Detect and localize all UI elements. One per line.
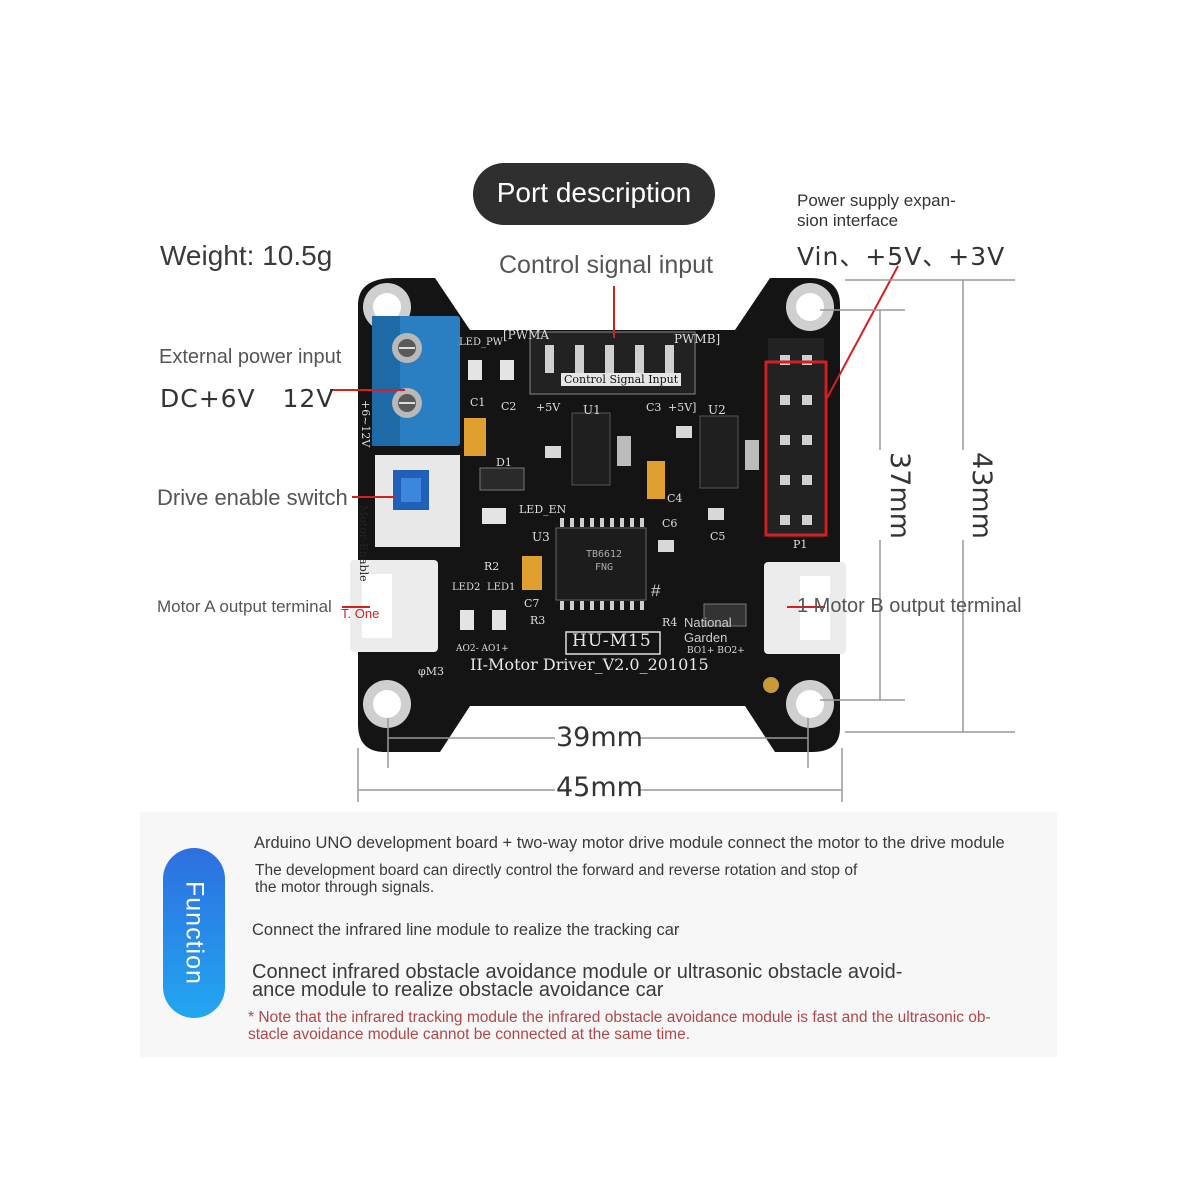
silk-c7: C7: [524, 597, 540, 610]
silk-control-signal: Control Signal Input: [561, 373, 682, 386]
port-description-title: Port description: [473, 163, 715, 225]
silk-u2: U2: [708, 403, 726, 417]
function-line-2a: The development board can directly contr…: [255, 862, 858, 879]
silk-led-pw: LED_PW: [459, 337, 503, 348]
control-signal-input-label: Control signal input: [499, 251, 714, 279]
silk-pwma: [PWMA: [503, 328, 550, 342]
silk-c1: C1: [470, 396, 486, 409]
silk-plus5v-right: +5V]: [668, 401, 697, 414]
motor-a-output-label: Motor A output terminal: [157, 597, 332, 616]
dimension-43mm: 43mm: [965, 452, 997, 539]
function-line-1: Arduino UNO development board + two-way …: [254, 834, 1005, 852]
silk-c2: C2: [501, 400, 517, 413]
function-pill: [163, 848, 225, 1018]
silk-chip: TB6612 FNG: [585, 549, 623, 573]
mounting-hole-tr: [786, 283, 834, 331]
function-line-4a: Connect infrared obstacle avoidance modu…: [252, 961, 903, 983]
power-header-highlight: [764, 360, 828, 537]
overlay-t-one: T. One: [341, 606, 380, 621]
external-power-voltage: DC+6V 12V: [160, 384, 335, 413]
power-header-pins: [768, 338, 824, 538]
silk-u3: U3: [532, 530, 550, 544]
drive-enable-switch-label: Drive enable switch: [157, 485, 348, 510]
dimension-37mm: 37mm: [883, 452, 915, 539]
enable-switch: [375, 455, 460, 547]
regulator-u2: [699, 415, 739, 489]
power-screw-terminal: [372, 316, 460, 446]
silk-phi: φM3: [418, 665, 444, 678]
dimension-39mm: 39mm: [556, 722, 643, 753]
silk-led2: LED2: [452, 582, 481, 593]
silk-c3: C3: [646, 401, 662, 414]
function-note-a: * Note that the infrared tracking module…: [248, 1009, 991, 1026]
dimension-45mm: 45mm: [556, 772, 643, 803]
function-panel: [140, 812, 1057, 1057]
dimension-lines: [357, 279, 1015, 802]
silk-r2: R2: [484, 560, 500, 573]
silk-c4: C4: [667, 492, 683, 505]
silk-motor-enable: Motor-Enable: [357, 505, 370, 582]
silk-c6: C6: [662, 517, 678, 530]
function-note-b: stacle avoidance module cannot be connec…: [248, 1026, 691, 1043]
function-pill-label: Function: [180, 881, 209, 985]
function-line-3: Connect the infrared line module to real…: [252, 921, 680, 939]
function-line-4b: ance module to realize obstacle avoidanc…: [252, 979, 664, 1001]
overlay-hash: #: [651, 581, 661, 600]
silk-u1: U1: [583, 403, 601, 417]
silk-power: +6~12V: [359, 400, 372, 448]
silk-c5: C5: [710, 530, 726, 543]
overlay-national: National: [684, 615, 732, 630]
silk-bo: BO1+ BO2+: [687, 646, 745, 656]
silk-d1: D1: [496, 456, 512, 469]
external-power-input-label: External power input: [159, 346, 342, 368]
power-expansion-voltages: Vin、+5V、+3V: [797, 242, 1006, 271]
silk-led1: LED1: [487, 582, 516, 593]
function-line-2b: the motor through signals.: [255, 879, 435, 896]
silk-ao: AO2- AO1+: [456, 644, 509, 654]
pcb-board: [358, 278, 840, 752]
silk-model: HU-M15: [572, 631, 652, 651]
silk-pwmb: PWMB]: [674, 332, 721, 346]
pointer-lines: [330, 265, 899, 608]
power-expansion-label-2: sion interface: [797, 211, 899, 230]
mounting-hole-bl: [363, 680, 411, 728]
mounting-hole-br: [786, 680, 834, 728]
silk-r4: R4: [662, 616, 678, 629]
silk-p1: P1: [793, 538, 808, 551]
motor-a-connector: [350, 560, 438, 652]
silk-plus5v-left: +5V: [536, 401, 561, 414]
silk-led-en: LED_EN: [519, 503, 567, 516]
motor-b-output-label: 1 Motor B output terminal: [797, 595, 1022, 617]
overlay-garden: Garden: [684, 630, 728, 645]
driver-chip: [555, 527, 647, 601]
regulator-u1: [571, 412, 611, 486]
silk-board-name: II-Motor Driver_V2.0_201015: [470, 655, 709, 674]
weight-label: Weight: 10.5g: [160, 240, 333, 271]
power-expansion-label-1: Power supply expan-: [797, 191, 956, 210]
silk-r3: R3: [530, 614, 546, 627]
